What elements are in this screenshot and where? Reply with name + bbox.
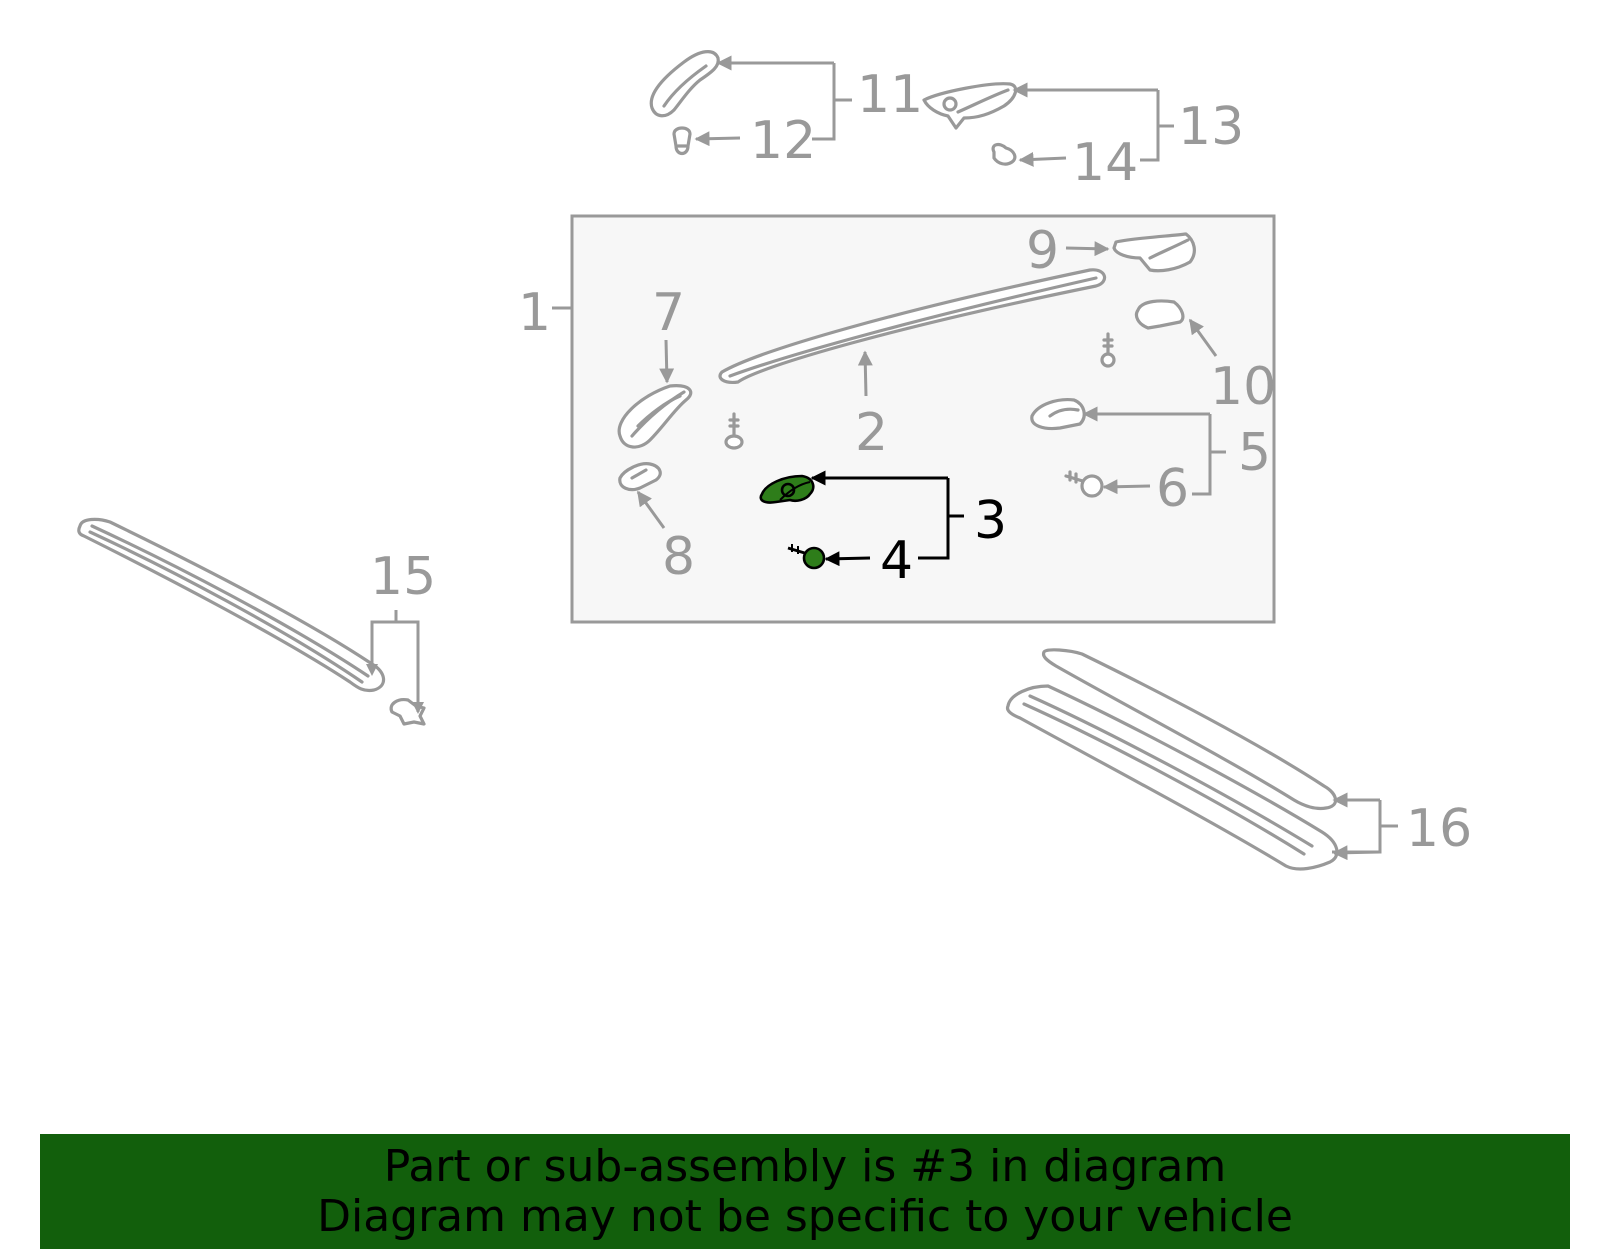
callout-7: 7 (652, 283, 685, 343)
part-14-clip (991, 142, 1017, 166)
callout-2: 2 (855, 403, 888, 463)
callout-9: 9 (1026, 221, 1059, 281)
footer-line-2: Diagram may not be specific to your vehi… (317, 1191, 1293, 1242)
callout-5: 5 (1238, 423, 1271, 483)
part-6-bolt (1064, 470, 1104, 498)
part-2-rail (718, 268, 1107, 384)
assembly-box (570, 214, 1276, 624)
part-16-rail-lower (1005, 684, 1339, 871)
callout-1: 1 (518, 283, 551, 343)
part-16-rail-upper (1041, 648, 1338, 811)
callout-10: 10 (1210, 357, 1276, 417)
part-9-end-cover (1112, 232, 1196, 273)
part-12-clip (672, 126, 692, 156)
part-13-cover (922, 82, 1018, 130)
part-8-pad (618, 462, 662, 492)
part-screw-right (1100, 332, 1116, 368)
part-screw-left (724, 412, 744, 450)
callout-13: 13 (1178, 97, 1244, 157)
part-3-bracket-highlighted (759, 474, 815, 504)
callout-11: 11 (857, 65, 923, 125)
callout-14: 14 (1072, 133, 1138, 193)
part-15-rail (77, 517, 386, 693)
callout-16: 16 (1406, 799, 1472, 859)
callout-8: 8 (662, 527, 695, 587)
callout-3: 3 (974, 491, 1007, 551)
footer-banner: Part or sub-assembly is #3 in diagram Di… (40, 1134, 1570, 1249)
footer-line-1: Part or sub-assembly is #3 in diagram (383, 1141, 1227, 1192)
callout-6: 6 (1156, 459, 1189, 519)
callout-4: 4 (880, 531, 913, 591)
part-15-clip (389, 698, 426, 726)
part-7-end-cover (617, 384, 693, 449)
callout-12: 12 (750, 111, 816, 171)
part-10-clip (1134, 299, 1185, 330)
part-11-cover (649, 50, 720, 118)
callout-15: 15 (370, 547, 436, 607)
part-4-bolt-highlighted (787, 544, 826, 570)
